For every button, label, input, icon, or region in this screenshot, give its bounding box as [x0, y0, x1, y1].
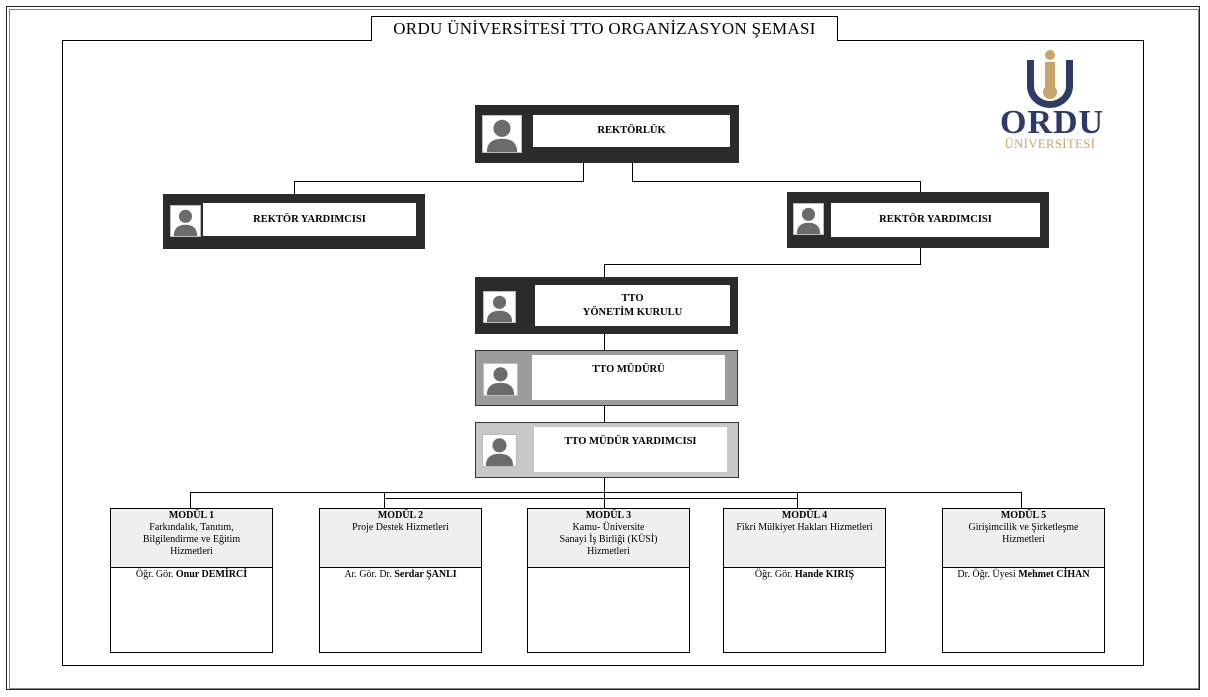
connector	[632, 181, 921, 182]
page-title: ORDU ÜNİVERSİTESİ TTO ORGANİZASYON ŞEMAS…	[371, 16, 838, 41]
divider	[111, 567, 272, 568]
connector	[604, 334, 605, 350]
person-placeholder-icon	[482, 434, 517, 467]
connector	[384, 498, 798, 499]
person-title: Ar. Gör. Dr.	[344, 569, 392, 580]
node-tto-mudur-yardimcisi: TTO MÜDÜR YARDIMCISI	[475, 422, 739, 478]
module-header: MODÜL 5 Girişimcilik ve Şirketleşme Hizm…	[943, 509, 1104, 567]
person-name: Mehmet CİHAN	[1018, 569, 1090, 580]
module-person: Öğr. Gör. Onur DEMİRCİ	[111, 569, 272, 581]
divider	[320, 567, 481, 568]
connector	[190, 492, 191, 508]
node-rektorluk: REKTÖRLÜK	[475, 105, 739, 163]
node-rektor-yardimcisi-right: REKTÖR YARDIMCISI	[787, 192, 1049, 248]
divider	[528, 567, 689, 568]
module-person: Dr. Öğr. Üyesi Mehmet CİHAN	[943, 569, 1104, 581]
module-desc-line: Fikri Mülkiyet Hakları Hizmetleri	[736, 522, 873, 533]
person-title: Öğr. Gör.	[135, 569, 174, 580]
person-placeholder-icon	[483, 363, 518, 396]
module-title: MODÜL 2	[377, 510, 424, 521]
module-desc-line: Girişimcilik ve Şirketleşme	[968, 522, 1079, 533]
module-title: MODÜL 4	[781, 510, 828, 521]
node-label: REKTÖRLÜK	[533, 115, 730, 147]
node-label: REKTÖR YARDIMCISI	[831, 203, 1040, 237]
person-placeholder-icon	[482, 115, 522, 153]
node-tto-yonetim-kurulu: TTO YÖNETİM KURULU	[475, 277, 738, 334]
connector	[294, 181, 584, 182]
module-desc-line: Farkındalık, Tanıtım,	[149, 522, 234, 533]
person-name: Onur DEMİRCİ	[175, 569, 248, 580]
person-name: Hande KIRIŞ	[794, 569, 855, 580]
module-box-2: MODÜL 2 Proje Destek Hizmetleri Ar. Gör.…	[319, 508, 482, 653]
module-box-5: MODÜL 5 Girişimcilik ve Şirketleşme Hizm…	[942, 508, 1105, 653]
connector	[604, 406, 605, 422]
module-header: MODÜL 3 Kamu- Üniversite Sanayi İş Birli…	[528, 509, 689, 567]
module-desc-line: Hizmetleri	[1002, 534, 1045, 545]
person-placeholder-icon	[483, 291, 516, 323]
module-person: Öğr. Gör. Hande KIRIŞ	[724, 569, 885, 581]
connector	[294, 181, 295, 194]
module-title: MODÜL 5	[1000, 510, 1047, 521]
module-header: MODÜL 2 Proje Destek Hizmetleri	[320, 509, 481, 567]
person-title: Öğr. Gör.	[754, 569, 793, 580]
divider	[724, 567, 885, 568]
node-label-line1: TTO	[621, 292, 644, 304]
logo-subtitle: ÜNİVERSİTESİ	[1004, 137, 1096, 151]
module-title: MODÜL 3	[585, 510, 632, 521]
node-label: TTO MÜDÜR YARDIMCISI	[534, 427, 727, 472]
divider	[943, 567, 1104, 568]
person-title: Dr. Öğr. Üyesi	[957, 569, 1016, 580]
module-desc-line: Hizmetleri	[587, 546, 630, 557]
logo-word: ORDU	[1000, 104, 1105, 141]
module-box-4: MODÜL 4 Fikri Mülkiyet Hakları Hizmetler…	[723, 508, 886, 653]
module-desc-line: Sanayi İş Birliği (KÜSİ)	[559, 534, 658, 545]
module-header: MODÜL 4 Fikri Mülkiyet Hakları Hizmetler…	[724, 509, 885, 567]
node-label: TTO YÖNETİM KURULU	[535, 285, 730, 326]
module-desc-line: Kamu- Üniversite	[572, 522, 645, 533]
connector	[920, 248, 921, 265]
person-name: Serdar ŞANLI	[394, 569, 457, 580]
module-header: MODÜL 1 Farkındalık, Tanıtım, Bilgilendi…	[111, 509, 272, 567]
module-box-1: MODÜL 1 Farkındalık, Tanıtım, Bilgilendi…	[110, 508, 273, 653]
person-placeholder-icon	[793, 203, 824, 235]
connector	[920, 181, 921, 192]
module-person: Ar. Gör. Dr. Serdar ŞANLI	[320, 569, 481, 581]
connector	[604, 478, 605, 508]
connector	[384, 492, 385, 508]
connector	[604, 264, 921, 265]
connector	[583, 162, 584, 181]
module-desc-line: Proje Destek Hizmetleri	[352, 522, 449, 533]
connector	[632, 162, 633, 181]
logo-emblem-icon	[1027, 50, 1073, 108]
university-logo: ORDU ÜNİVERSİTESİ	[1000, 48, 1105, 153]
person-placeholder-icon	[170, 205, 201, 237]
node-tto-muduru: TTO MÜDÜRÜ	[475, 350, 738, 406]
outer-frame-inner	[9, 9, 1199, 689]
connector	[604, 264, 605, 277]
connector	[190, 492, 1022, 493]
node-label: REKTÖR YARDIMCISI	[203, 203, 416, 236]
connector	[797, 492, 798, 508]
node-label-line2: YÖNETİM KURULU	[582, 306, 683, 318]
node-rektor-yardimcisi-left: REKTÖR YARDIMCISI	[163, 194, 425, 249]
outer-frame	[6, 6, 1200, 690]
module-title: MODÜL 1	[168, 510, 215, 521]
module-box-3: MODÜL 3 Kamu- Üniversite Sanayi İş Birli…	[527, 508, 690, 653]
module-desc-line: Bilgilendirme ve Eğitim	[142, 534, 241, 545]
connector	[1021, 492, 1022, 508]
module-desc-line: Hizmetleri	[170, 546, 213, 557]
node-label: TTO MÜDÜRÜ	[532, 355, 725, 400]
